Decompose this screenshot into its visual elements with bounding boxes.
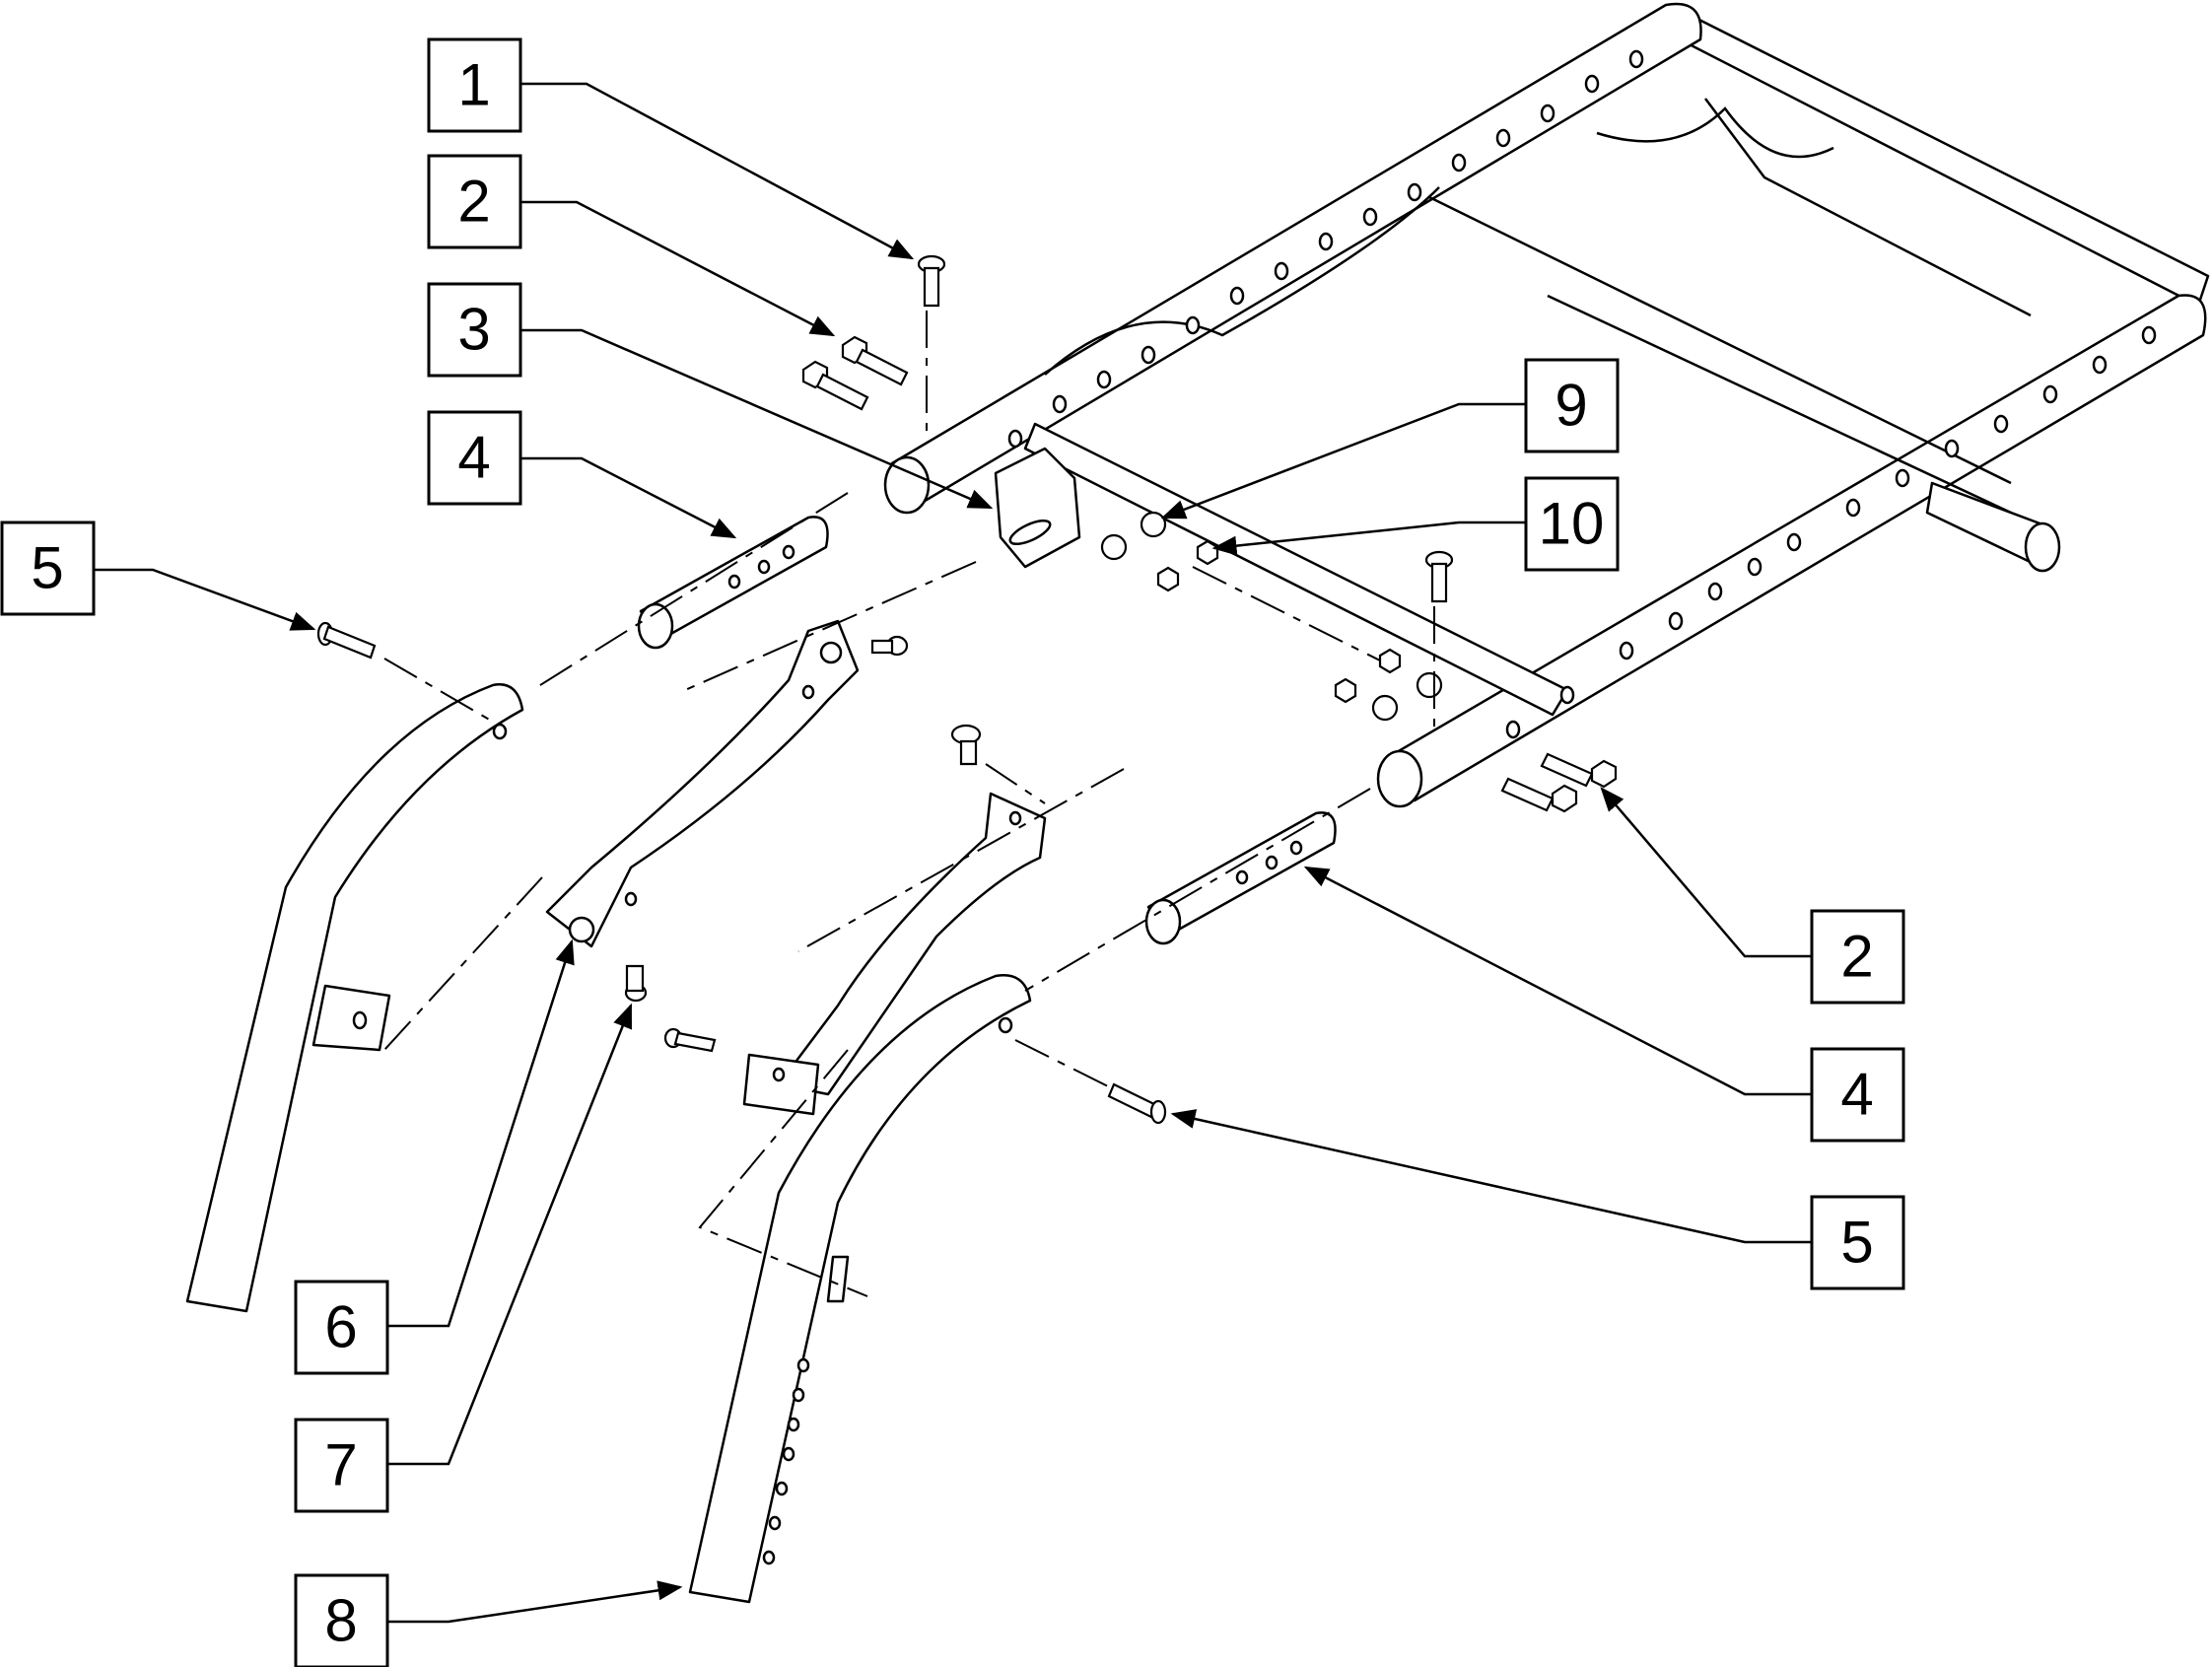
callout-label: 2 [1840, 924, 1873, 990]
callout-label: 5 [1840, 1210, 1873, 1276]
bolt-2-upper [801, 335, 909, 411]
callout-8: 8 [294, 1573, 389, 1667]
callout-10: 10 [1524, 476, 1620, 572]
right-rail-holes [1505, 325, 2157, 739]
front-leg-left [185, 683, 524, 1313]
seat-frame [883, 2, 2210, 808]
assembly-centerlines [383, 311, 1435, 1297]
front-cross-tube [1023, 422, 1569, 717]
callout-label: 8 [324, 1588, 357, 1654]
left-side-rail [890, 2, 1702, 505]
seat-crossbar-2 [1547, 294, 2012, 515]
seat-crossbar-1 [1428, 195, 2012, 485]
callout-7: 7 [294, 1418, 389, 1513]
callout-1: 1 [427, 37, 522, 133]
swing-arm [545, 619, 860, 948]
footrest-hanger [742, 792, 1047, 1116]
washer-9 [1100, 511, 1167, 561]
leader-lines [94, 82, 1812, 1624]
callout-label: 6 [324, 1294, 357, 1360]
callout-4-lower: 4 [1810, 1047, 1905, 1143]
screw-1-lower [1424, 550, 1454, 603]
mounting-bracket [994, 447, 1081, 569]
callout-5-lower: 5 [1810, 1195, 1905, 1290]
callout-label: 10 [1539, 491, 1605, 557]
callout-label: 7 [324, 1432, 357, 1498]
seat-curve-1 [1044, 186, 1440, 376]
callout-2-upper: 2 [427, 154, 522, 249]
nut-10 [1156, 539, 1219, 592]
tube-insert-lower [1144, 811, 1337, 945]
callout-label: 5 [31, 535, 63, 601]
seat-strut [1704, 98, 2032, 317]
callout-label: 9 [1555, 373, 1587, 439]
callout-5-upper: 5 [0, 521, 96, 616]
callout-9: 9 [1524, 358, 1620, 453]
callout-label: 4 [457, 425, 490, 491]
hanger-top-screw [950, 724, 982, 766]
callout-label: 3 [457, 297, 490, 363]
left-rail-holes [1007, 49, 1644, 449]
screw-7 [624, 964, 648, 1003]
callout-2-lower: 2 [1810, 909, 1905, 1005]
callout-label: 1 [457, 52, 490, 118]
rear-axle-tube-end [2024, 521, 2061, 573]
front-leg-right [688, 974, 1032, 1604]
callout-6: 6 [294, 1280, 389, 1375]
callout-label: 2 [457, 169, 490, 235]
seat-curve-2 [1596, 106, 1834, 159]
lower-nuts-washers [1334, 648, 1443, 722]
screw-1-upper [917, 254, 946, 308]
right-rail-tube-end [1376, 749, 1423, 808]
swing-arm-top-screw [870, 635, 909, 657]
hanger-pin [663, 1027, 717, 1053]
callout-4-upper: 4 [427, 410, 522, 506]
left-rail-tube-end [883, 455, 931, 515]
screw-5-upper [316, 621, 377, 660]
screw-5-lower [1107, 1082, 1167, 1125]
tube-insert-upper [637, 516, 829, 650]
bolt-2-lower [1500, 752, 1618, 813]
callout-label: 4 [1840, 1062, 1873, 1128]
callout-3: 3 [427, 282, 522, 378]
